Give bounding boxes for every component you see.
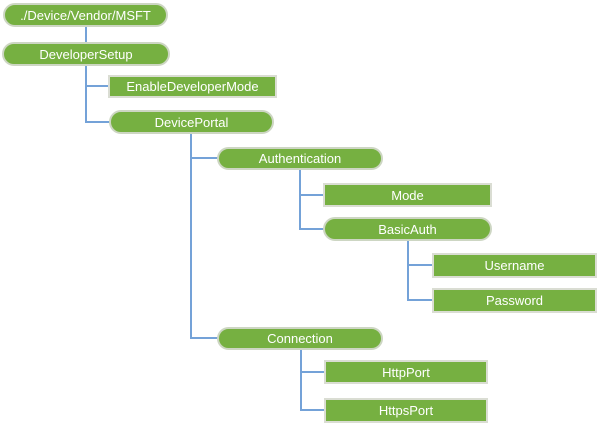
node-connection: Connection	[217, 327, 383, 350]
connector-branch-deviceportal	[85, 121, 111, 123]
node-developersetup: DeveloperSetup	[2, 42, 170, 66]
node-username: Username	[432, 253, 597, 278]
connector-branch-connection	[190, 337, 219, 339]
node-authentication: Authentication	[217, 147, 383, 170]
connector-branch-username	[407, 264, 434, 266]
node-password: Password	[432, 288, 597, 313]
node-device-vendor-msft: ./Device/Vendor/MSFT	[3, 3, 168, 27]
connector-developersetup-trunk	[85, 66, 87, 123]
connector-deviceportal-trunk	[190, 134, 192, 339]
connector-branch-httpport	[300, 371, 326, 373]
connector-branch-basicauth	[299, 228, 325, 230]
connector-branch-mode	[299, 194, 325, 196]
connector-branch-password	[407, 299, 434, 301]
connector-basicauth-trunk	[407, 241, 409, 301]
connector-branch-httpsport	[300, 409, 326, 411]
node-deviceportal: DevicePortal	[109, 110, 274, 134]
node-mode: Mode	[323, 183, 492, 207]
connector-branch-enabledevelopermode	[85, 85, 109, 87]
connector-branch-authentication	[190, 157, 219, 159]
node-httpsport: HttpsPort	[324, 398, 488, 423]
node-enabledevelopermode: EnableDeveloperMode	[108, 75, 277, 98]
connector-root-developersetup	[85, 27, 87, 42]
node-httpport: HttpPort	[324, 360, 488, 384]
connector-authentication-trunk	[299, 170, 301, 230]
connector-connection-trunk	[300, 350, 302, 411]
node-basicauth: BasicAuth	[323, 217, 492, 241]
